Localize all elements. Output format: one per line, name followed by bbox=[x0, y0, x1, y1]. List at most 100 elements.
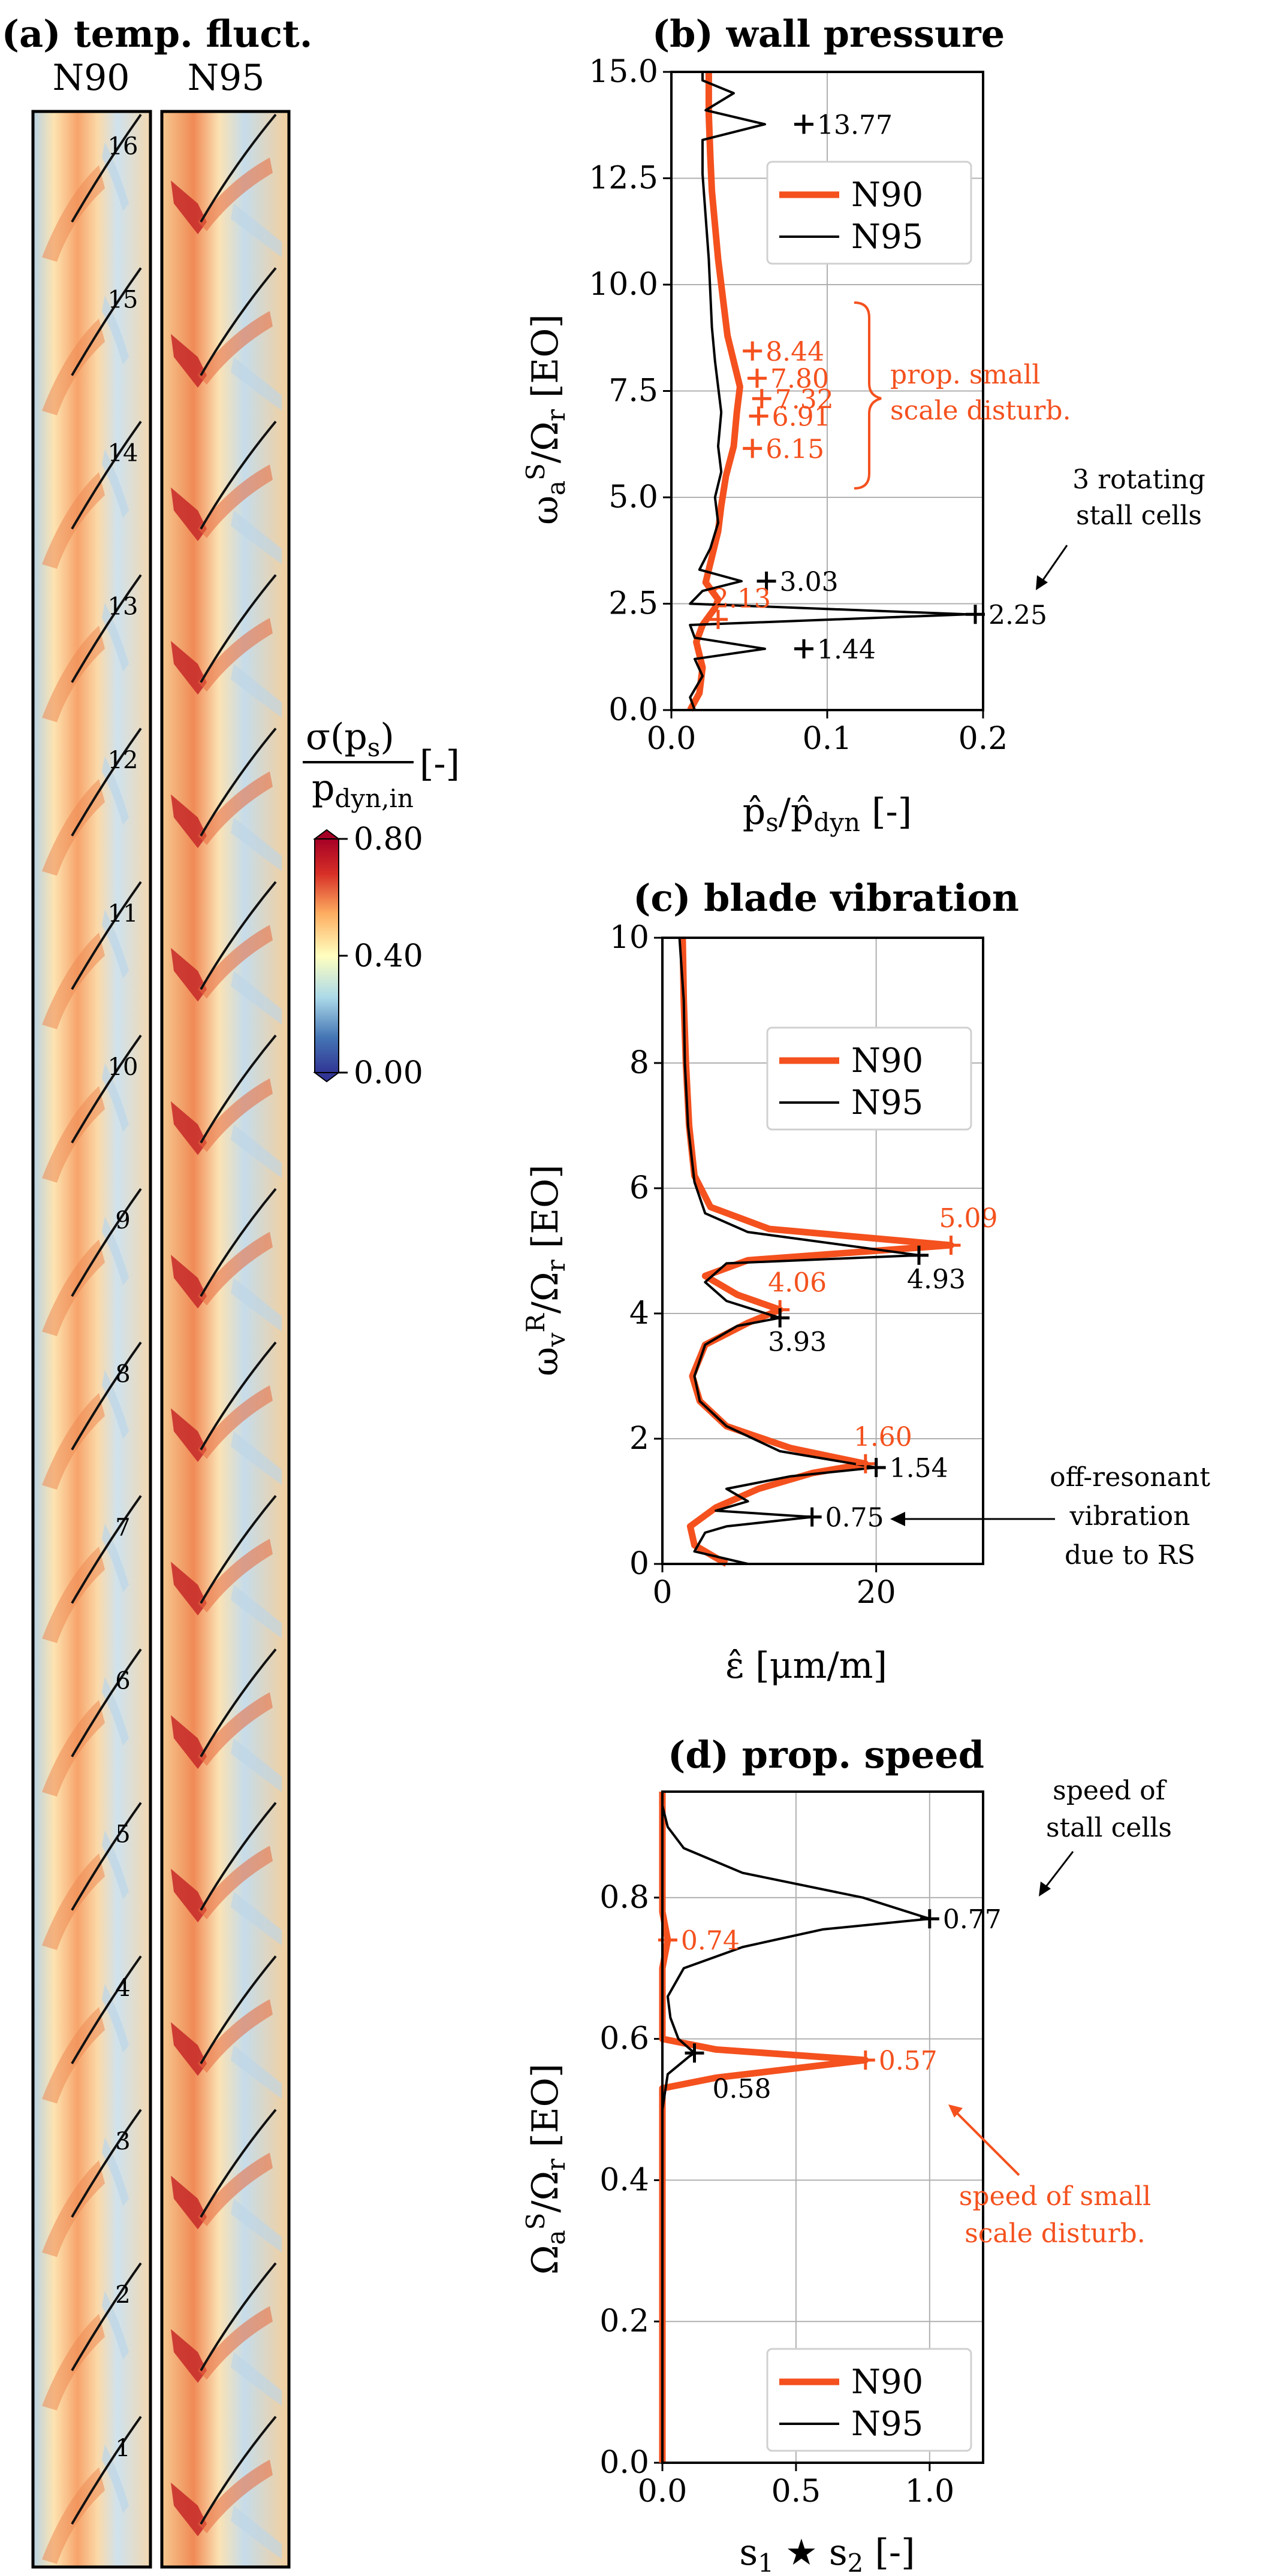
stall-speed-arrow-head bbox=[1039, 1882, 1051, 1896]
n90-cool-band bbox=[102, 295, 129, 365]
blade-line-n90 bbox=[71, 113, 142, 223]
blade-line-n95 bbox=[200, 2415, 277, 2525]
n95-hot-chevron bbox=[171, 2022, 207, 2076]
n90-warm-band bbox=[42, 2160, 105, 2257]
n95-cool-band bbox=[231, 817, 282, 871]
strip-n90-background bbox=[33, 111, 150, 2567]
blade-line-n95 bbox=[200, 113, 277, 223]
tick-label-y: 0.6 bbox=[599, 2021, 649, 2057]
tick-label-y: 0.0 bbox=[608, 692, 658, 728]
vib-text-line-3: due to RS bbox=[1065, 1540, 1195, 1571]
colorbar-tick-label: 0.40 bbox=[354, 938, 423, 974]
colorbar: σ(ps) pdyn,in [-] 0.80 0.40 0.00 bbox=[303, 716, 460, 1091]
n95-hot-chevron bbox=[171, 180, 207, 234]
n90-warm-band bbox=[42, 1699, 105, 1797]
stall-speed-text-line-1: speed of bbox=[1053, 1775, 1167, 1806]
tick-label-y: 0.4 bbox=[599, 2162, 649, 2198]
row-number: 7 bbox=[115, 1514, 130, 1541]
row-number: 13 bbox=[108, 593, 138, 621]
n90-cool-band bbox=[102, 602, 129, 672]
tick-label-x: 20 bbox=[857, 1575, 896, 1611]
series-line-n95 bbox=[661, 1805, 931, 2463]
peak-label: 1.54 bbox=[890, 1453, 948, 1484]
tick-label-y: 10.0 bbox=[589, 267, 658, 303]
blade-line-n95 bbox=[200, 574, 277, 683]
n90-warm-band bbox=[42, 1853, 105, 1950]
n95-cool-band bbox=[231, 2045, 282, 2099]
colorbar-unit: [-] bbox=[420, 743, 460, 785]
peak-label: 1.60 bbox=[854, 1422, 912, 1452]
colorbar-gradient bbox=[314, 838, 339, 1073]
panel-c-ylabel: ωvR/Ωr [EO] bbox=[521, 1164, 571, 1376]
small-speed-text-line-1: speed of small bbox=[959, 2181, 1151, 2212]
tick-label-x: 0.0 bbox=[638, 2474, 688, 2509]
tick-label-y: 12.5 bbox=[589, 161, 658, 197]
axes-frame bbox=[670, 71, 984, 711]
blade-line-n95 bbox=[200, 1341, 277, 1451]
tick-label-x: 0.1 bbox=[803, 721, 852, 757]
row-number: 15 bbox=[108, 286, 138, 313]
n95-warm-band bbox=[198, 157, 273, 231]
n90-cool-band bbox=[102, 1062, 129, 1133]
n90-warm-band bbox=[42, 318, 105, 416]
series-line-n90 bbox=[659, 1792, 869, 2463]
n95-cool-band bbox=[231, 1124, 282, 1179]
blade-line-n90 bbox=[71, 1955, 142, 2064]
n95-hot-chevron bbox=[171, 1408, 207, 1462]
colorbar-num-end: ) bbox=[380, 716, 394, 758]
colorbar-tick-label: 0.80 bbox=[354, 822, 423, 857]
n95-cool-band bbox=[231, 2352, 282, 2406]
colorbar-den-main: p bbox=[312, 767, 334, 809]
n95-warm-band bbox=[198, 2306, 273, 2380]
panel-a: (a) temp. fluct. N90 N95 161514131211109… bbox=[2, 12, 460, 2569]
row-number: 12 bbox=[108, 747, 138, 774]
blade-line-n90 bbox=[71, 574, 142, 683]
n90-warm-band bbox=[42, 2467, 105, 2564]
blade-line-n95 bbox=[200, 881, 277, 990]
blade-line-n95 bbox=[200, 1648, 277, 1757]
blade-line-n95 bbox=[200, 1034, 277, 1144]
tick-label-y: 7.5 bbox=[608, 373, 658, 409]
peak-label: 6.15 bbox=[765, 434, 824, 464]
n90-warm-band bbox=[42, 1086, 105, 1183]
series-line-n95 bbox=[678, 937, 920, 1565]
n90-cool-band bbox=[102, 2444, 129, 2514]
stall-speed-arrow-line bbox=[1042, 1851, 1074, 1891]
peak-label: 7.80 bbox=[770, 364, 829, 394]
n95-cool-band bbox=[231, 971, 282, 1025]
panel-b-brace: prop. small scale disturb. bbox=[854, 301, 1071, 490]
n95-warm-band bbox=[198, 1385, 273, 1459]
stall-cells-text-line-2: stall cells bbox=[1076, 500, 1202, 531]
n95-hot-chevron bbox=[171, 2329, 207, 2383]
row-number: 5 bbox=[115, 1821, 130, 1849]
legend-box bbox=[766, 1026, 972, 1131]
peak-label: 3.03 bbox=[780, 567, 839, 597]
tick-label-y: 0.0 bbox=[599, 2445, 649, 2481]
n90-cool-band bbox=[102, 1370, 129, 1439]
n95-warm-band bbox=[198, 1231, 273, 1306]
n95-warm-band bbox=[198, 925, 273, 999]
brace-text-line-2: scale disturb. bbox=[890, 395, 1071, 426]
n95-cool-band bbox=[231, 1584, 282, 1639]
col-label-n95: N95 bbox=[188, 57, 265, 99]
n95-warm-band bbox=[198, 618, 273, 692]
n90-warm-band bbox=[42, 2007, 105, 2104]
legend-box bbox=[766, 2348, 972, 2452]
n95-warm-band bbox=[198, 1538, 273, 1612]
vib-text-line-2: vibration bbox=[1069, 1501, 1190, 1532]
tick-label-x: 0.2 bbox=[959, 721, 1008, 757]
axes-frame bbox=[661, 1790, 984, 2464]
n90-cool-band bbox=[102, 1983, 129, 2053]
n90-cool-band bbox=[102, 449, 129, 518]
stall-speed-text-line-2: stall cells bbox=[1046, 1813, 1172, 1843]
panel-b-title: (b) wall pressure bbox=[652, 12, 1005, 56]
n95-cool-band bbox=[231, 1431, 282, 1485]
vib-text-line-1: off-resonant bbox=[1050, 1462, 1210, 1493]
blade-line-n95 bbox=[200, 2262, 277, 2372]
n90-cool-band bbox=[102, 1830, 129, 1899]
